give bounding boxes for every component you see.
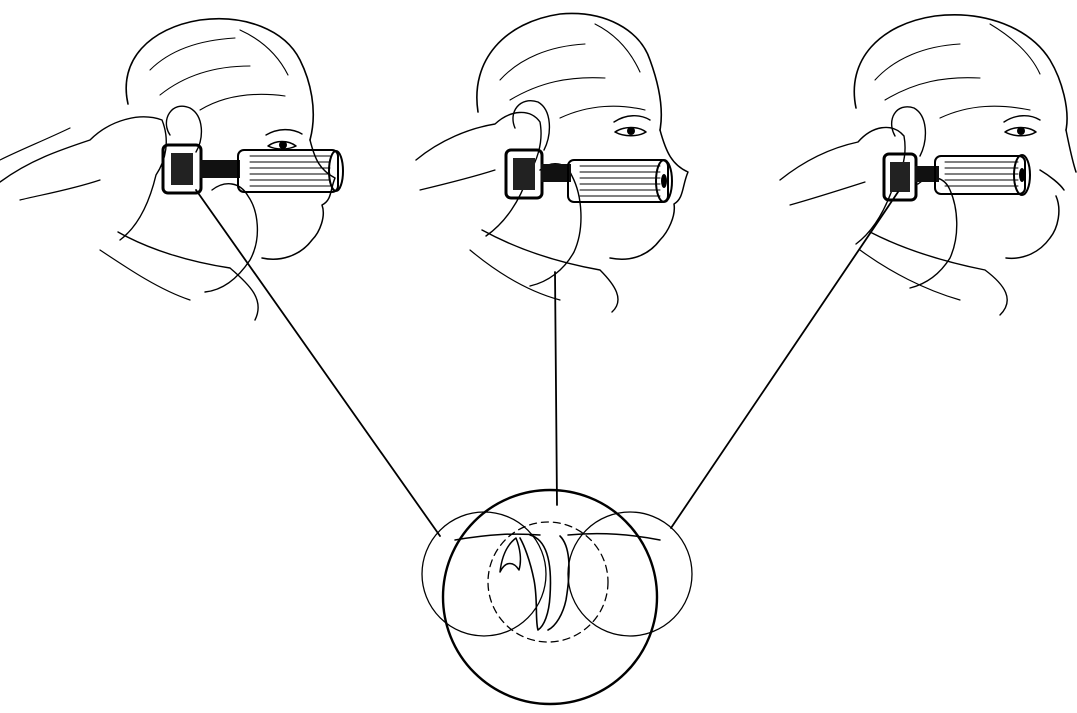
view-circle-right — [568, 512, 692, 636]
exam-illustration-center — [416, 13, 688, 312]
eardrum-view-group — [422, 490, 692, 704]
exam-illustration-right — [780, 15, 1076, 315]
view-circle-left — [422, 512, 546, 636]
leader-line-left — [196, 190, 440, 536]
canal-horizon — [455, 534, 660, 540]
view-circle-center-dashed — [488, 522, 608, 642]
leader-lines — [196, 190, 898, 536]
exam-illustration-left — [0, 19, 343, 320]
leader-line-center — [555, 272, 557, 505]
leader-line-right — [671, 192, 898, 528]
